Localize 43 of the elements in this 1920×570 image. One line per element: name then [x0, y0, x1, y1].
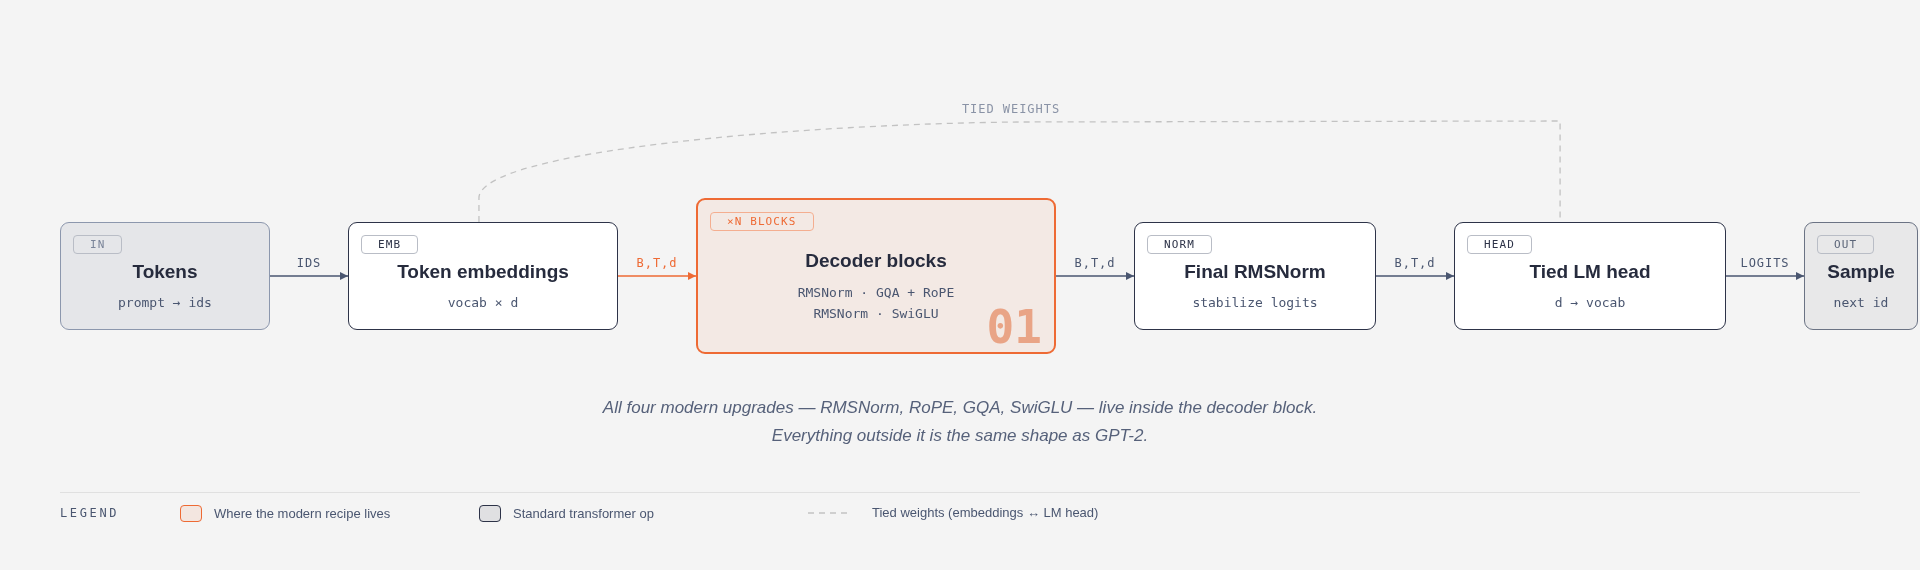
node-subtitle: RMSNorm · SwiGLU [813, 305, 939, 323]
node-title: Decoder blocks [805, 249, 947, 273]
edge-label: LOGITS [1740, 255, 1790, 271]
stage-tag: IN [73, 235, 123, 254]
edge-label: IDS [296, 255, 322, 271]
node-title: Final RMSNorm [1184, 260, 1326, 284]
edge-label: B,T,d [1074, 255, 1116, 271]
highlighted-process-box [696, 198, 1056, 354]
process-box [348, 222, 618, 330]
node-subtitle: next id [1833, 294, 1889, 312]
node-subtitle: prompt → ids [118, 294, 212, 312]
node-title: Tied LM head [1529, 260, 1651, 284]
edge-label: B,T,d [1394, 255, 1436, 271]
node-subtitle: vocab × d [447, 294, 519, 312]
process-box [60, 222, 270, 330]
node-subtitle: d → vocab [1554, 294, 1626, 312]
legend-text: Tied weights (embeddings ↔ LM head) [872, 505, 1099, 521]
caption: All four modern upgrades — RMSNorm, RoPE, GQA, SwiGLU — live inside the decoder block. Everything outside it is the same shape as GPT-2. [601, 397, 1319, 447]
stage-tag: EMB [361, 235, 419, 254]
stage-tag: HEAD [1467, 235, 1532, 254]
process-box [1454, 222, 1726, 330]
edge-label: TIED WEIGHTS [961, 101, 1061, 117]
legend-heading: LEGEND [60, 505, 120, 521]
stage-tag: ×N BLOCKS [710, 212, 814, 231]
edge-label: B,T,d [636, 255, 678, 271]
legend-text: Where the modern recipe lives [214, 505, 391, 522]
arrow [617, 272, 697, 280]
dashed-connector [478, 120, 1561, 223]
process-box [1804, 222, 1918, 330]
stage-tag: OUT [1817, 235, 1875, 254]
block-number: 01 [986, 304, 1042, 350]
node-title: Sample [1827, 260, 1895, 284]
node-title: Tokens [132, 260, 198, 284]
legend-text: Standard transformer op [513, 505, 654, 522]
arrow [269, 272, 349, 280]
arrow [1725, 272, 1805, 280]
node-subtitle: stabilize logits [1192, 294, 1318, 312]
node-title: Token embeddings [397, 260, 569, 284]
process-box [1134, 222, 1376, 330]
stage-tag: NORM [1147, 235, 1212, 254]
arrow [1375, 272, 1455, 280]
node-subtitle: RMSNorm · GQA + RoPE [797, 284, 955, 302]
arrow [1055, 272, 1135, 280]
